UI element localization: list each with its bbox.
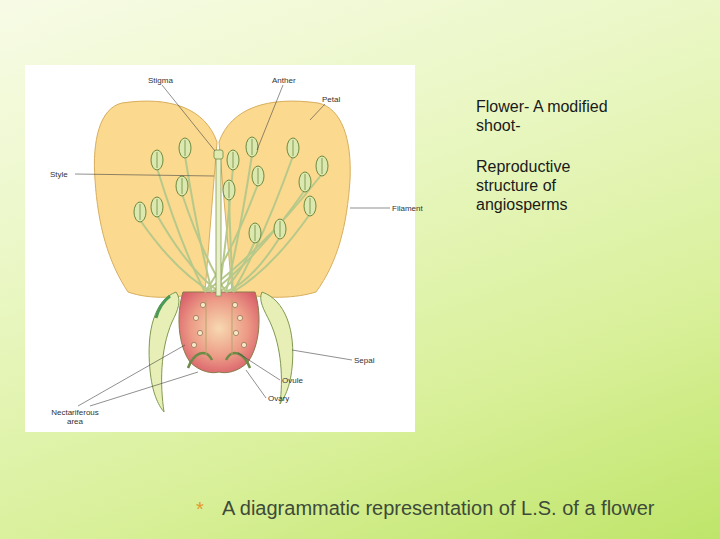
filament xyxy=(212,190,305,292)
anther xyxy=(223,180,235,200)
part-label: Anther xyxy=(272,76,296,85)
slide-text: Reproductive structure of angiosperms xyxy=(476,157,611,214)
anther xyxy=(316,156,328,176)
anther xyxy=(227,150,239,170)
anther xyxy=(134,202,146,222)
part-label: Ovary xyxy=(268,394,289,403)
stigma xyxy=(214,150,223,159)
ovule xyxy=(232,302,237,307)
anther xyxy=(252,166,264,186)
ovule xyxy=(237,315,242,320)
petal-right xyxy=(219,101,350,297)
ovary xyxy=(179,292,259,373)
filament xyxy=(233,214,310,292)
sepal-left xyxy=(149,292,179,412)
filament xyxy=(219,241,255,292)
slide-text: Flower- A modified shoot- xyxy=(476,97,626,135)
anther xyxy=(274,219,286,239)
ovule xyxy=(241,342,246,347)
anther xyxy=(151,197,163,217)
anther xyxy=(246,137,258,157)
anther xyxy=(151,150,163,170)
part-label: Petal xyxy=(322,95,340,104)
filament xyxy=(226,237,280,292)
part-label: Ovule xyxy=(282,376,303,385)
anther xyxy=(176,176,188,196)
anther xyxy=(179,138,191,158)
anther xyxy=(304,196,316,216)
image-panel xyxy=(25,65,415,432)
part-label: Stigma xyxy=(148,76,173,85)
ovule xyxy=(191,342,196,347)
bullet-mark: * xyxy=(196,497,204,521)
filament xyxy=(185,156,212,292)
anther xyxy=(299,172,311,192)
ovule xyxy=(193,315,198,320)
part-label: Style xyxy=(50,170,68,179)
ovule xyxy=(233,330,238,335)
anther xyxy=(249,223,261,243)
part-label: Sepal xyxy=(354,356,374,365)
filament xyxy=(140,220,212,292)
part-label: Nectariferous area xyxy=(44,408,106,426)
filament xyxy=(157,215,219,292)
sepal-right xyxy=(261,292,293,404)
slide-caption: A diagrammatic representation of L.S. of… xyxy=(222,496,654,520)
style xyxy=(216,158,221,296)
ovule xyxy=(197,330,202,335)
part-label: Filament xyxy=(392,204,423,213)
ovule xyxy=(200,302,205,307)
anther xyxy=(287,138,299,158)
